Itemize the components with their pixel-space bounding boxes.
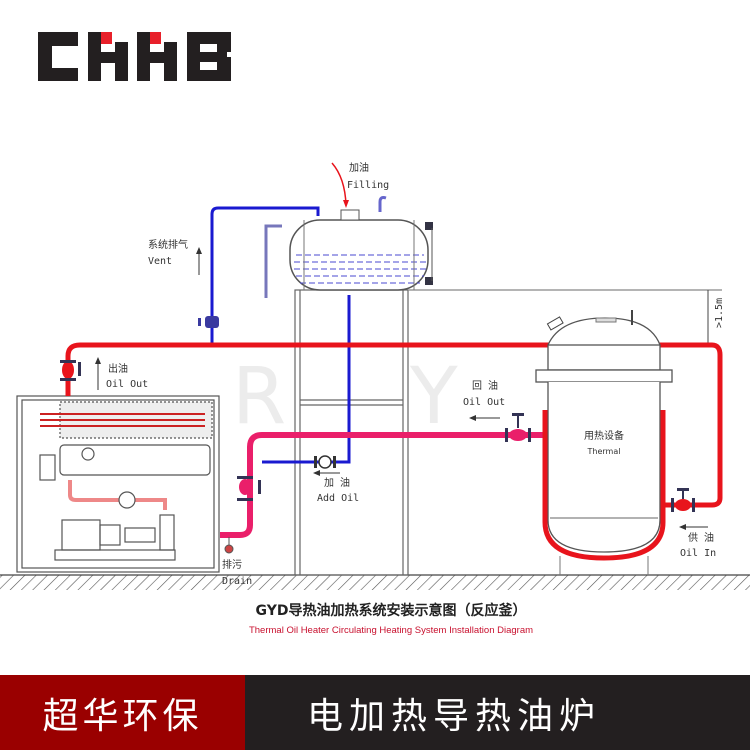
filling-label-en: Filling xyxy=(347,180,389,191)
heater-out-label-cn: 出油 xyxy=(108,362,128,375)
vent-pipe xyxy=(210,206,351,464)
height-dimension: >1.5m xyxy=(707,290,725,345)
filling-arrow xyxy=(331,162,347,206)
supply-pipe xyxy=(65,342,723,508)
drain-valve xyxy=(224,537,234,554)
return-pipe xyxy=(220,432,545,538)
add-oil-label-cn: 加 油 xyxy=(324,476,350,489)
add-oil-valve xyxy=(314,455,336,469)
diagram-title-cn: GYD导热油加热系统安装示意图（反应釜） xyxy=(256,602,527,619)
add-oil-label-en: Add Oil xyxy=(317,493,359,504)
brand-name: 超华环保 xyxy=(42,695,203,737)
filling-label-cn: 加油 xyxy=(349,161,369,174)
watermark-y: Y xyxy=(409,352,458,442)
installation-diagram: R Y >1.5m xyxy=(0,32,750,636)
expansion-tank xyxy=(264,196,433,298)
ground xyxy=(0,574,750,590)
svg-text:>1.5m: >1.5m xyxy=(714,298,725,328)
watermark-r: R xyxy=(232,352,286,442)
heater-outlet-valve xyxy=(60,360,81,381)
return-label-en: Oil Out xyxy=(463,397,505,408)
diagram-title-en: Thermal Oil Heater Circulating Heating S… xyxy=(249,625,533,636)
supply-valve xyxy=(671,488,695,512)
supply-label-cn: 供 油 xyxy=(688,531,714,544)
drain-label-cn: 排污 xyxy=(222,558,242,571)
heater-out-label-en: Oil Out xyxy=(106,379,148,390)
vent-label-en: Vent xyxy=(148,256,172,267)
vent-label-cn: 系统排气 xyxy=(148,238,188,251)
supply-label-en: Oil In xyxy=(680,548,716,559)
heater-cabinet xyxy=(16,395,220,573)
pump-inlet-valve xyxy=(237,476,261,501)
return-valve xyxy=(505,413,531,442)
vent-valve xyxy=(198,316,219,328)
equipment-label-en: Thermal xyxy=(587,447,621,456)
equipment-label-cn: 用热设备 xyxy=(584,429,624,442)
product-name: 电加热导热油炉 xyxy=(307,695,602,737)
product-banner: 电加热导热油炉 xyxy=(245,675,750,750)
brand-banner: 超华环保 xyxy=(0,675,245,750)
chhb-logo xyxy=(38,32,231,81)
reactor-vessel xyxy=(535,310,673,575)
return-label-cn: 回 油 xyxy=(472,379,498,392)
drain-label-en: Drain xyxy=(222,576,252,587)
